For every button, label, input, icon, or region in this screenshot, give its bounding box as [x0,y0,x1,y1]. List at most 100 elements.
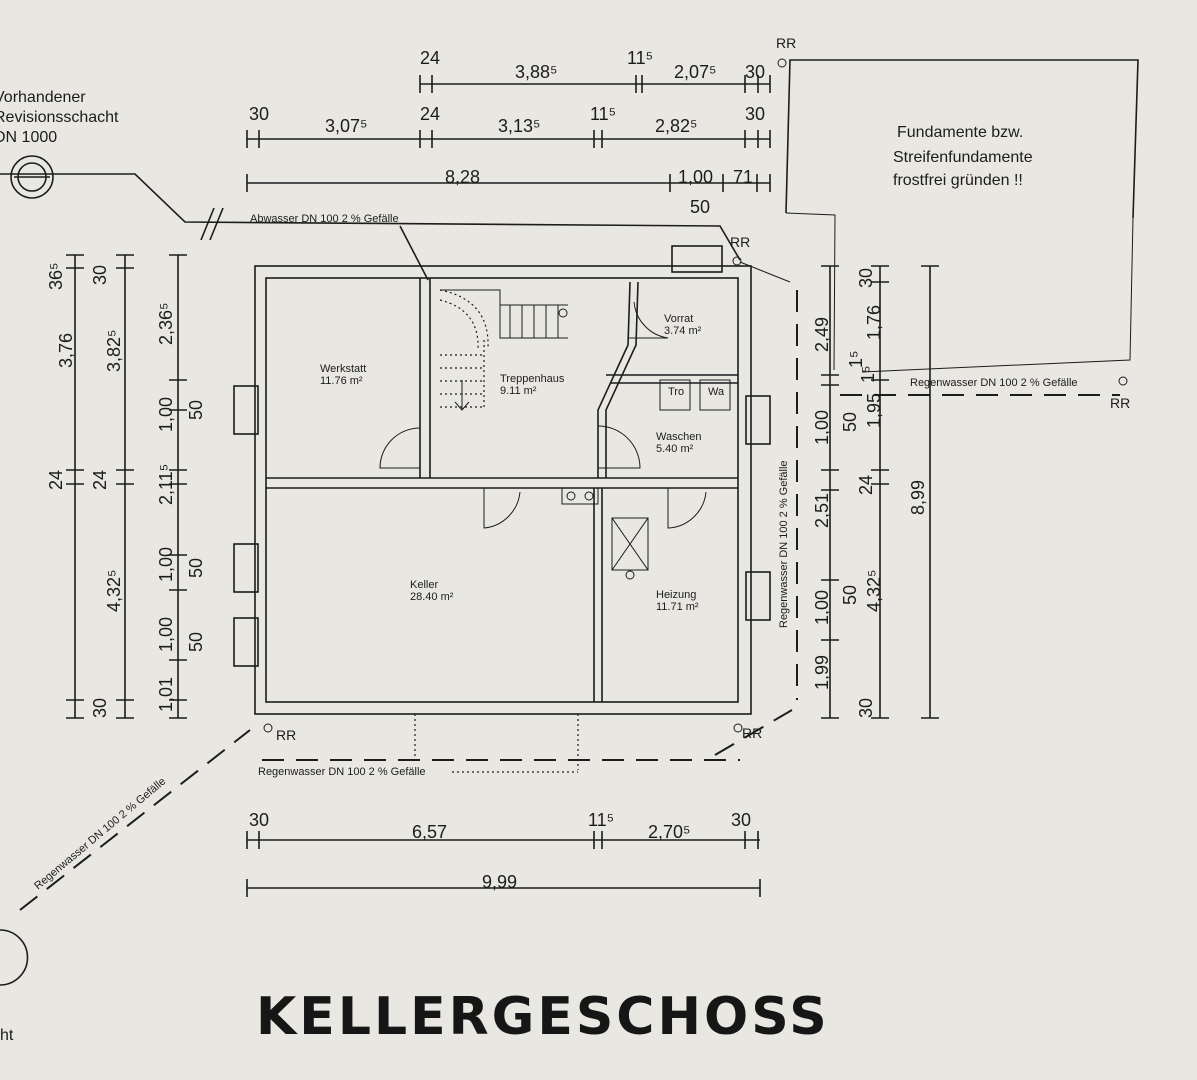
abwasser-label: Abwasser DN 100 2 % Gefälle [250,213,399,225]
room-keller-name: Keller [410,579,438,591]
dim-left-13: 50 [186,558,206,578]
regen-right-label: Regenwasser DN 100 2 % Gefälle [910,377,1078,389]
dimension-ticks [66,75,939,897]
dim-left-0: 36⁵ [46,263,66,290]
dim-top1-3: 2,07⁵ [674,62,717,82]
rr-bottom-left: RR [276,727,296,743]
door-waschen [597,425,641,469]
dim-right-9: 1,76 [864,305,884,340]
window-heizung [745,571,771,621]
dim-right-15: 8,99 [908,480,928,515]
dim-top2-3: 3,13⁵ [498,116,541,136]
dimension-lines [74,83,931,889]
dim-right-12: 24 [856,475,876,495]
window-stair-top [671,245,723,273]
dim-top3-1: 1,00 [678,167,713,187]
dim-left-12: 1,00 [156,547,176,582]
dim-left-5: 24 [90,470,110,490]
window-keller-2 [233,617,259,667]
staircase [439,289,568,411]
dim-left-4: 24 [46,470,66,490]
dim-bottom-3: 2,70⁵ [648,822,691,842]
regen-pipe-diagonal [19,729,251,911]
dryer-fixture [659,379,691,411]
fragment-text: ht [0,1027,14,1044]
dim-top2-6: 30 [745,104,765,124]
dim-left-14: 1,00 [156,617,176,652]
door-werkstatt [379,427,421,469]
window-werkstatt [233,385,259,435]
door-vorrat [628,301,669,339]
window-keller-1 [233,543,259,593]
dim-top2-4: 11⁵ [590,104,616,124]
rr-garage: RR [776,35,796,51]
room-waschen-name: Waschen [656,431,701,443]
outer-wall-outer [254,265,752,715]
dim-top2-5: 2,82⁵ [655,116,698,136]
dim-bottom-1: 6,57 [412,822,447,842]
dim-left-9: 1,00 [156,397,176,432]
dim-right-11: 1,95 [864,393,884,428]
dim-top2-1: 3,07⁵ [325,116,368,136]
room-werkstatt-area: 11.76 m² [320,375,363,387]
note-line1: Fundamente bzw. [897,124,1023,141]
dim-left-10: 50 [186,400,206,420]
room-keller-area: 28.40 m² [410,591,454,603]
outer-wall-inner [265,277,739,703]
room-werkstatt-name: Werkstatt [320,363,366,375]
dim-left-11: 2,11⁵ [156,464,176,505]
dim-bottom-4: 30 [731,810,751,830]
washer-fixture [699,379,731,411]
shaft-label-line3: DN 1000 [0,129,57,146]
window-waschen [745,395,771,445]
dim-top1-4: 30 [745,62,765,82]
room-waschen-area: 5.40 m² [656,443,694,455]
door-keller [483,488,521,529]
dim-right-14: 30 [856,698,876,718]
dim-right-7: 1,99 [812,655,832,690]
dim-bottom-5: 9,99 [482,872,517,892]
room-heizung-area: 11.71 m² [656,601,699,613]
abwasser-pipe [0,173,741,261]
fixture-wa-label: Wa [708,386,725,398]
dim-right-3: 50 [840,412,860,432]
revision-shaft [10,155,54,199]
room-vorrat-name: Vorrat [664,313,693,325]
dim-right-4: 2,51 [812,493,832,528]
boiler-icon [611,517,649,571]
regen-bottom-label: Regenwasser DN 100 2 % Gefälle [258,766,426,778]
door-heizung [667,488,707,529]
shaft-label-line2: Revisionsschacht [0,109,119,126]
room-treppenhaus-area: 9.11 m² [500,385,537,397]
dim-top1-0: 24 [420,48,440,68]
chimney [561,487,599,505]
room-vorrat-area: 3.74 m² [664,325,702,337]
note-line3: frostfrei gründen !! [893,172,1023,189]
dim-top1-1: 3,88⁵ [515,62,558,82]
dim-left-1: 30 [90,265,110,285]
rr-right: RR [1110,395,1130,411]
dim-right-8: 30 [856,268,876,288]
dim-left-8: 2,36⁵ [156,303,176,346]
plan-title: KELLERGESCHOSS [256,987,830,1047]
dim-left-2: 3,76 [56,333,76,368]
dim-left-3: 3,82⁵ [104,330,124,373]
dim-top3-2: 71 [733,167,753,187]
dim-top2-2: 24 [420,104,440,124]
dim-right-13: 4,32⁵ [864,570,884,613]
dim-top3-0: 8,28 [445,167,480,187]
dim-left-6: 4,32⁵ [104,570,124,613]
dim-top3-3: 50 [690,197,710,217]
partial-circle-fragment [0,929,29,986]
dim-top2-0: 30 [249,104,269,124]
dim-left-16: 1,01 [156,677,176,712]
note-line2: Streifenfundamente [893,149,1033,166]
room-heizung-name: Heizung [656,589,696,601]
dim-right-2: 1,00 [812,410,832,445]
room-treppenhaus-name: Treppenhaus [500,373,565,385]
rr-top-right: RR [730,234,750,250]
shaft-label-line1: Vorhandener [0,89,86,106]
dim-left-7: 30 [90,698,110,718]
